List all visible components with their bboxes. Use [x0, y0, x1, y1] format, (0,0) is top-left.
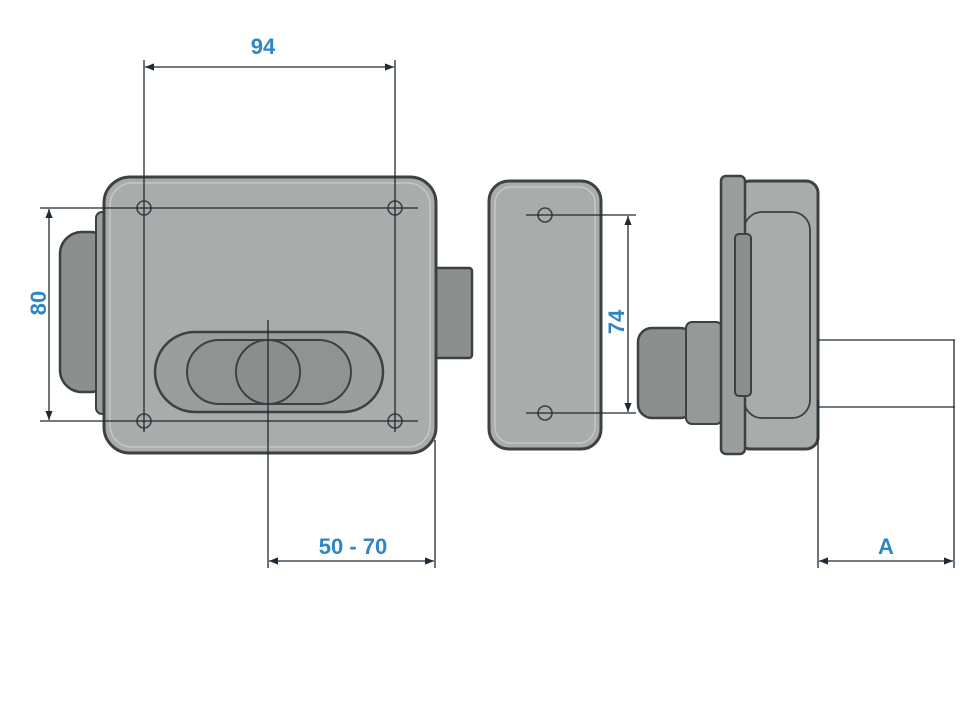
side-knob-collar [685, 321, 723, 425]
label-backset: 50 - 70 [319, 534, 388, 559]
side-latch [734, 233, 752, 397]
lock-body-front-view [58, 175, 474, 455]
strike-plate [487, 179, 603, 451]
lock-side-view [636, 174, 820, 456]
label-94: 94 [251, 34, 276, 59]
strike-plate-inner [494, 186, 596, 444]
lock-housing-inner [109, 182, 431, 448]
label-74: 74 [604, 309, 629, 334]
dimension-lines [40, 60, 955, 568]
label-80: 80 [26, 291, 51, 315]
dimension-labels: 94 80 74 50 - 70 A [26, 34, 894, 559]
strike-plate-body [487, 179, 603, 451]
label-depth-a: A [878, 534, 894, 559]
